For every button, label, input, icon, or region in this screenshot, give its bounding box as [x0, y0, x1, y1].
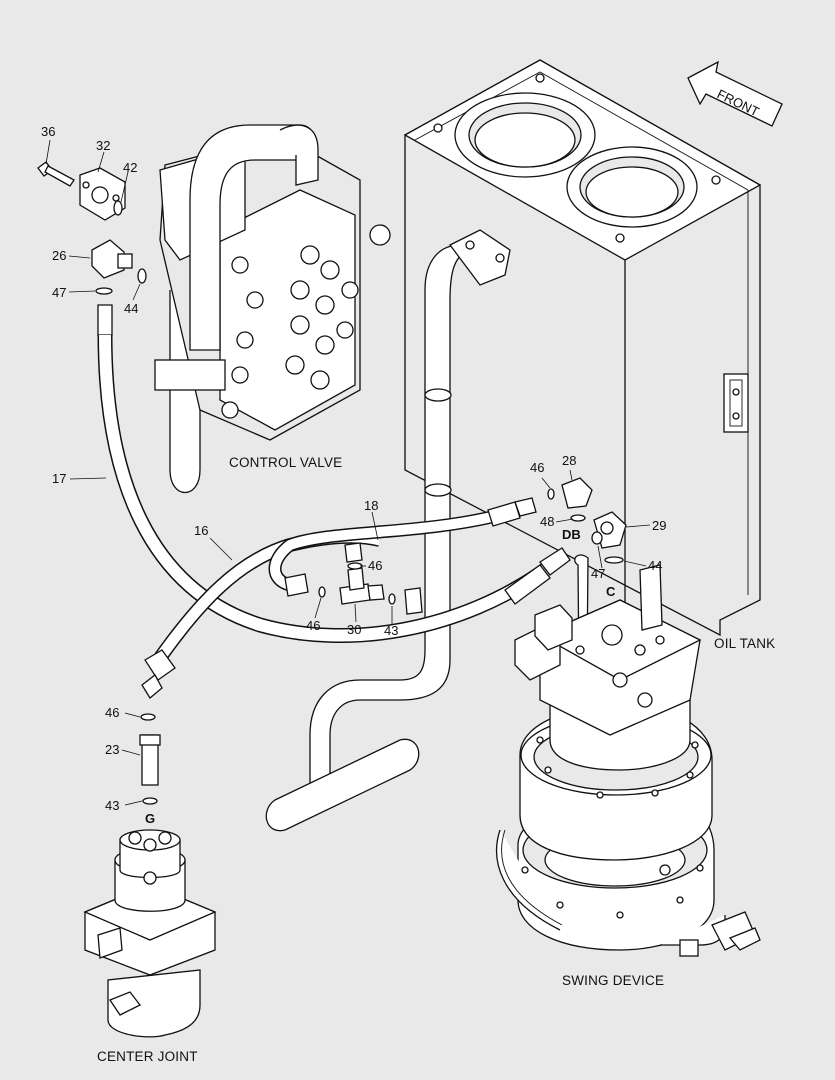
o-ring-43-adapter: [142, 797, 158, 805]
o-ring-44-c: [604, 556, 624, 564]
callout-46-tee: 46: [368, 558, 382, 573]
caption-swing-device: SWING DEVICE: [562, 973, 664, 988]
front-arrow-icon: FRONT: [687, 60, 783, 127]
callout-16: 16: [194, 523, 208, 538]
callout-23: 23: [105, 742, 119, 757]
o-ring-46-tee: [347, 562, 363, 570]
port-labels: DB C G: [145, 527, 616, 826]
callout-32: 32: [96, 138, 110, 153]
elbow-fitting-28: [561, 477, 593, 509]
bolt-36: [37, 161, 75, 187]
control-valve: [154, 124, 391, 441]
callout-17: 17: [52, 471, 66, 486]
callout-47-db: 47: [591, 566, 605, 581]
tank-port-fitting: [404, 587, 423, 615]
caption-oil-tank: OIL TANK: [714, 636, 775, 651]
callout-28: 28: [562, 453, 576, 468]
elbow-fitting-26: [91, 239, 133, 279]
o-ring-43-tee: [388, 593, 396, 605]
callout-47-upper: 47: [52, 285, 66, 300]
callout-48: 48: [540, 514, 554, 529]
callout-46-adapter: 46: [105, 705, 119, 720]
adapter-23: [139, 734, 161, 786]
caption-control-valve: CONTROL VALVE: [229, 455, 342, 470]
callout-44-c: 44: [648, 558, 662, 573]
swing-device: [496, 564, 761, 957]
hose-17: [97, 304, 571, 644]
port-c: C: [606, 584, 616, 599]
caption-center-joint: CENTER JOINT: [97, 1049, 198, 1064]
callout-26: 26: [52, 248, 66, 263]
callout-46-upper: 46: [530, 460, 544, 475]
o-ring-47-db: [591, 531, 603, 545]
hose-16: [141, 529, 382, 699]
callout-44-upper: 44: [124, 301, 138, 316]
o-ring-48: [570, 514, 586, 522]
callout-42: 42: [123, 160, 137, 175]
o-ring-46-28: [547, 488, 555, 500]
o-ring-42: [113, 200, 123, 216]
tee-fitting-30: [339, 542, 385, 605]
component-captions: CONTROL VALVE OIL TANK SWING DEVICE CENT…: [97, 455, 775, 1064]
o-ring-44-upper: [137, 268, 147, 284]
o-ring-47-upper: [95, 287, 113, 295]
hose-18: [268, 497, 537, 597]
valve-spool-caps: [221, 224, 391, 419]
leader-lines: [45, 139, 651, 806]
callout-43-tee: 43: [384, 623, 398, 638]
port-g: G: [145, 811, 155, 826]
oil-tank: [403, 59, 762, 640]
center-joint: [83, 829, 217, 1038]
callout-46-tee-left: 46: [306, 618, 320, 633]
o-ring-46-adapter: [140, 713, 156, 721]
callout-29: 29: [652, 518, 666, 533]
callout-18: 18: [364, 498, 378, 513]
port-db: DB: [562, 527, 581, 542]
callout-numbers: 36 32 42 26 47 44 17 16 18 46 28 48 29 4…: [41, 124, 666, 813]
swing-bolt-ring: [521, 736, 704, 919]
callout-30: 30: [347, 622, 361, 637]
o-ring-46-tee-left: [318, 586, 326, 598]
callout-43-adapter: 43: [105, 798, 119, 813]
callout-36: 36: [41, 124, 55, 139]
